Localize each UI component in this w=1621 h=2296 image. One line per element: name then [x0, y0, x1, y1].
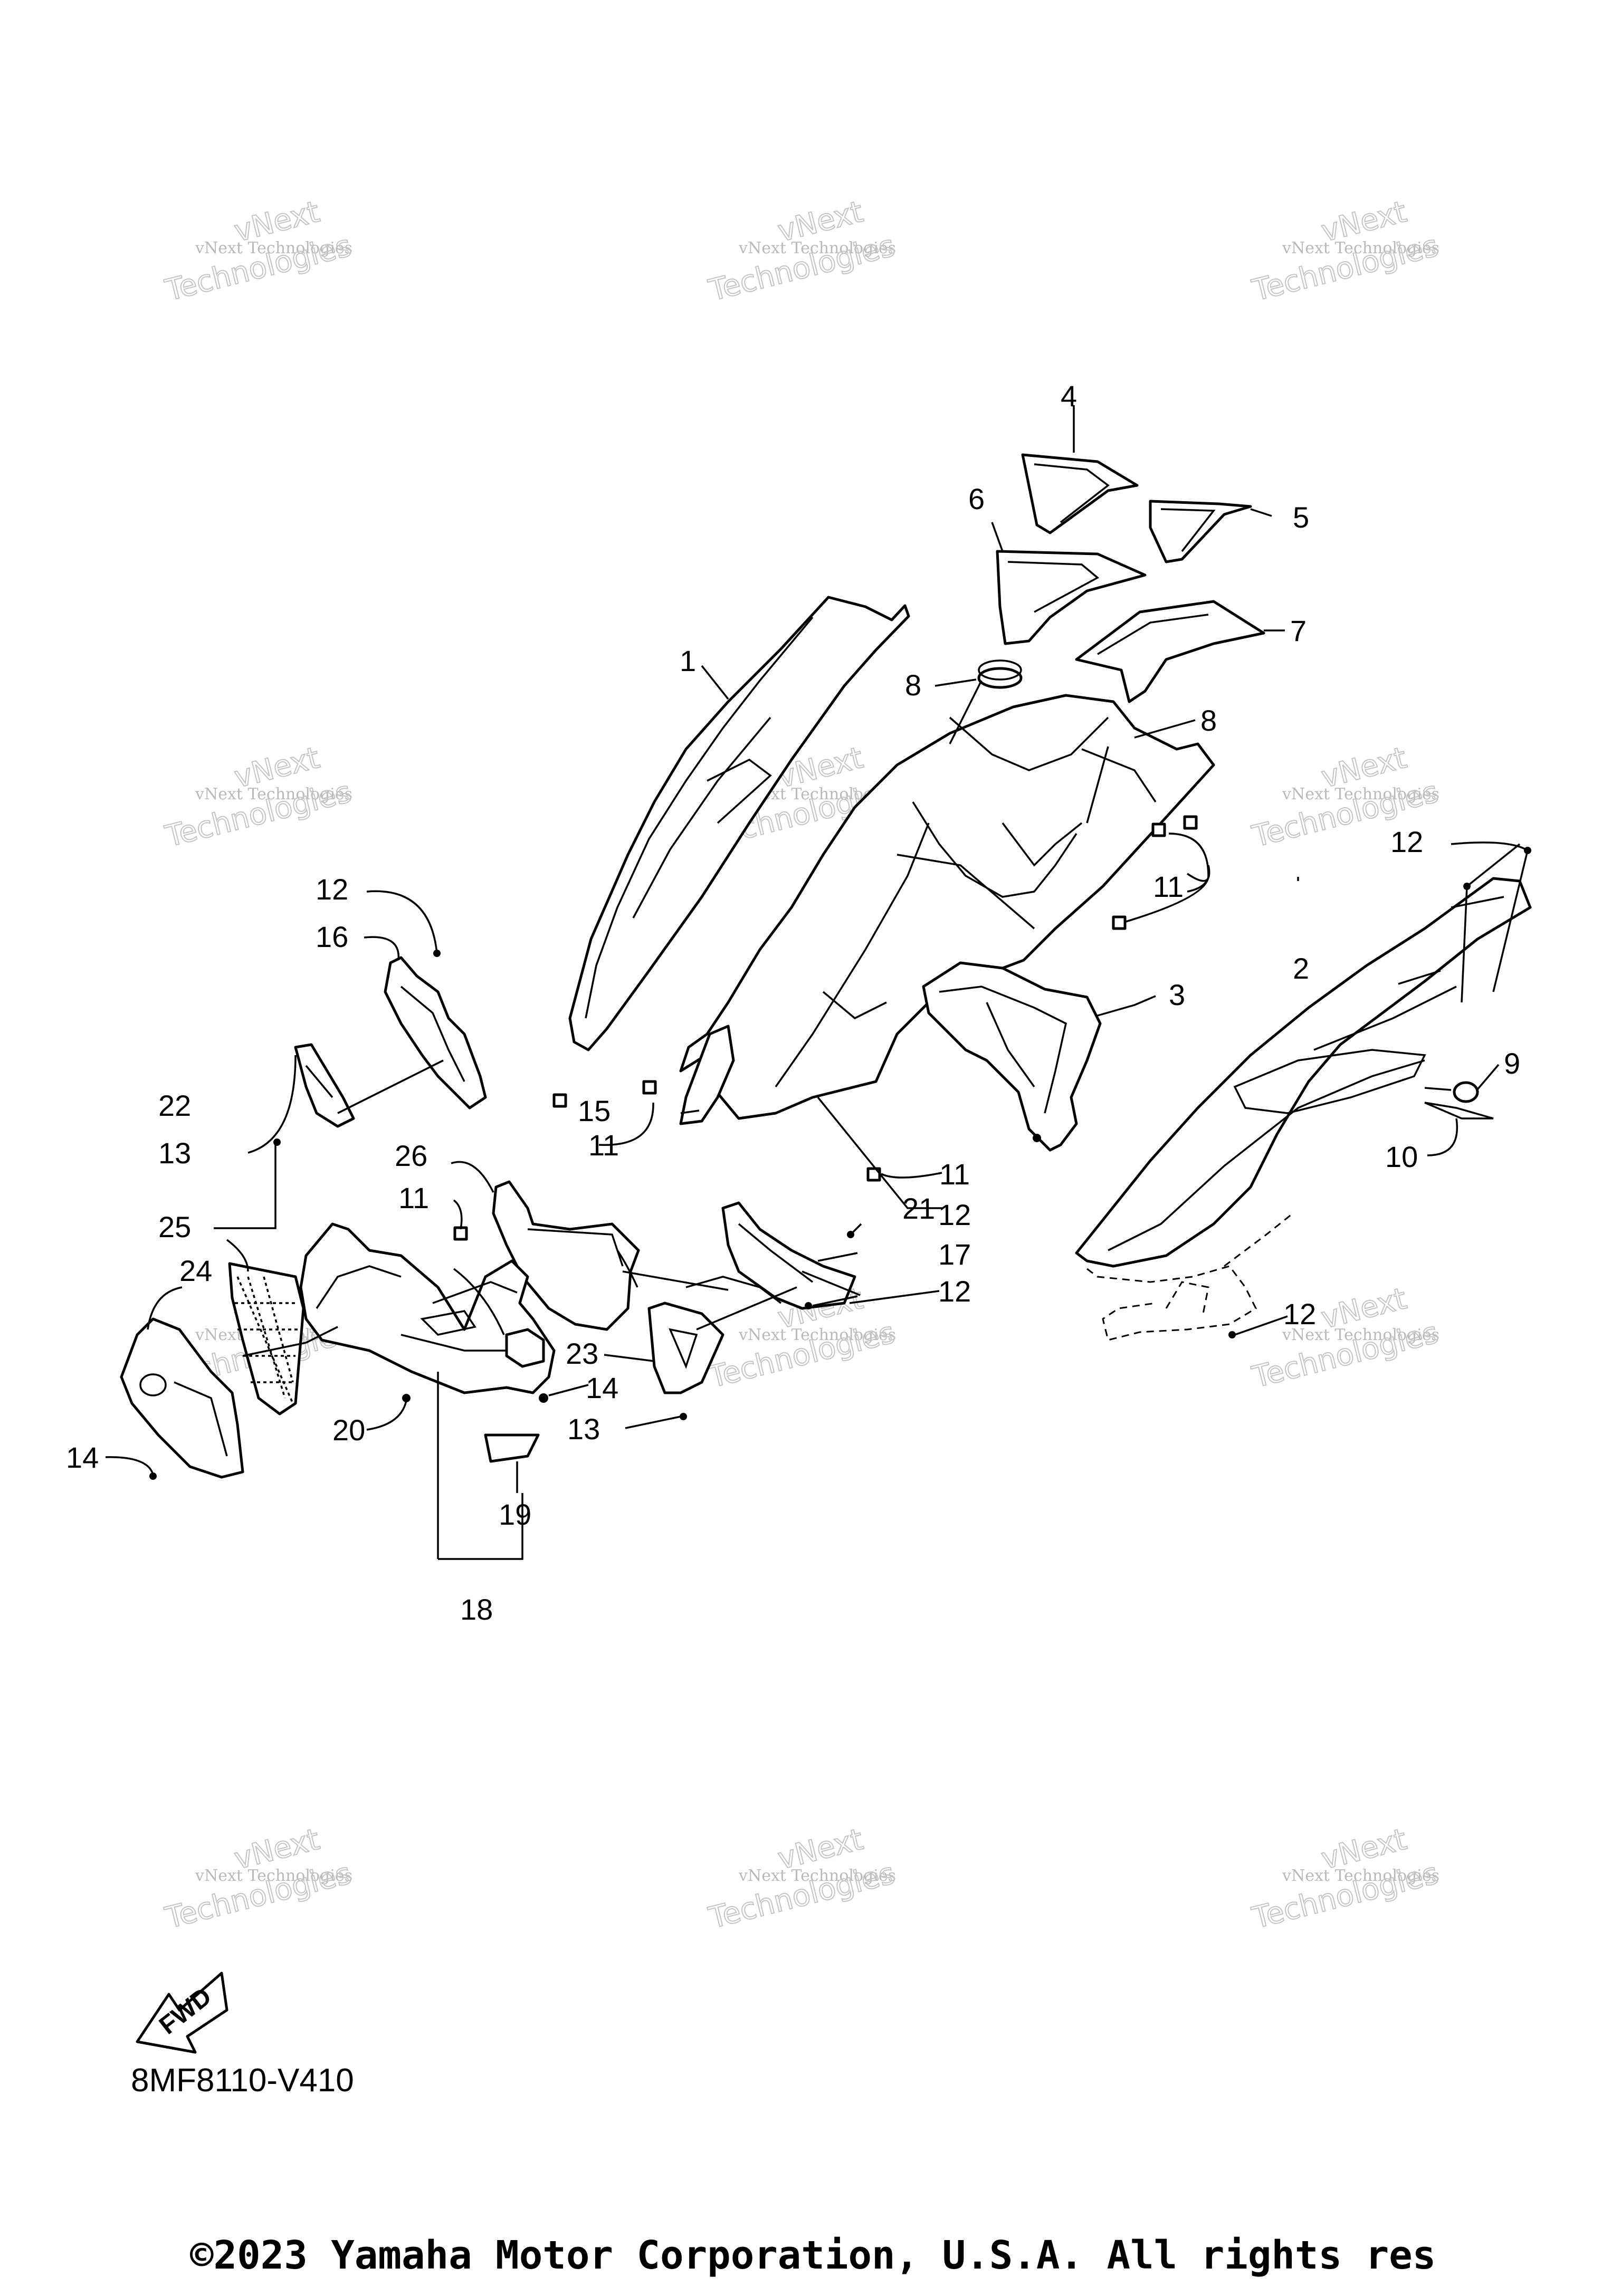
- callout-8: 8: [905, 668, 921, 702]
- watermark-text: vNext Technologies: [1282, 1326, 1439, 1344]
- callout-23: 23: [566, 1337, 598, 1370]
- callout-9: 9: [1504, 1047, 1520, 1080]
- watermark-text: vNext Technologies: [738, 239, 896, 257]
- callout-18: 18: [460, 1593, 493, 1626]
- callout-labels: 1 2 3 4 5 6 7 8 8 9 10 11 11 11 11 12 12…: [66, 379, 1520, 1626]
- watermark-text: vNext Technologies: [195, 239, 352, 257]
- part-7-air-duct: [1075, 600, 1265, 703]
- leader-lines: [105, 405, 1529, 1560]
- callout-1: 1: [680, 644, 696, 677]
- part-24-headlight-cover: [120, 1317, 244, 1479]
- callout-6: 6: [968, 482, 985, 515]
- fastener-12: [805, 1302, 812, 1309]
- watermark-text: vNext Technologies: [1282, 1867, 1439, 1885]
- part-18-front-cowl: [299, 1222, 556, 1394]
- watermark: vNext Technologies vNext Technologies: [1248, 1281, 1443, 1395]
- callout-3: 3: [1169, 978, 1185, 1011]
- callout-13: 13: [158, 1136, 191, 1170]
- callout-22: 22: [158, 1089, 191, 1122]
- part-5-vent-panel: [1149, 500, 1252, 563]
- clip-11: [552, 1093, 567, 1108]
- callout-20: 20: [332, 1413, 365, 1447]
- part-9-stopper: [1424, 1081, 1479, 1103]
- clip-11: [642, 1080, 657, 1095]
- callout-14: 14: [586, 1371, 618, 1404]
- callout-8: 8: [1200, 704, 1217, 737]
- callout-26: 26: [395, 1139, 427, 1172]
- callout-11: 11: [939, 1157, 970, 1191]
- fastener-12: [1228, 1331, 1236, 1338]
- watermark: vNext Technologies vNext Technologies: [1248, 194, 1443, 309]
- callout-4: 4: [1061, 379, 1077, 413]
- callout-12: 12: [316, 873, 348, 906]
- part-16-bracket: [384, 956, 487, 1109]
- clip-11: [1151, 822, 1166, 837]
- fastener-21: [1033, 1134, 1041, 1142]
- watermark-text: vNext Technologies: [195, 1867, 352, 1885]
- callout-12: 12: [1390, 825, 1423, 858]
- fastener-13: [273, 1139, 281, 1146]
- callout-16: 16: [316, 920, 348, 953]
- part-1-side-cowl-left: [568, 596, 910, 1051]
- fwd-arrow-icon: FWD: [136, 1972, 228, 2054]
- part-8-grommet-left: [977, 659, 1023, 689]
- watermark-text: vNext Technologies: [195, 785, 352, 803]
- callout-17: 17: [938, 1238, 971, 1271]
- watermark: vNext Technologies vNext Technologies: [705, 194, 899, 309]
- fastener-14: [149, 1472, 157, 1480]
- part-15-lower-fairing: [679, 1025, 735, 1125]
- callout-19: 19: [499, 1498, 531, 1531]
- central-body-cowl: [679, 694, 1215, 1120]
- callout-10: 10: [1385, 1140, 1418, 1173]
- callout-25: 25: [158, 1210, 191, 1243]
- part-2-side-cowl-right: [1075, 877, 1532, 1268]
- callout-13: 13: [567, 1412, 600, 1446]
- callout-24: 24: [179, 1254, 212, 1287]
- watermark: vNext Technologies vNext Technologies: [161, 740, 356, 855]
- clip-11: [1183, 815, 1198, 830]
- fastener-14: [539, 1393, 548, 1403]
- watermark: vNext Technologies vNext Technologies: [161, 194, 356, 309]
- part-2-dashed-bracket: [1086, 1212, 1293, 1341]
- part-25-mesh-panel: [228, 1262, 305, 1415]
- callout-12: 12: [1283, 1297, 1316, 1331]
- copyright-notice: ©2023 Yamaha Motor Corporation, U.S.A. A…: [190, 2233, 1436, 2278]
- watermark-text: vNext Technologies: [738, 1326, 896, 1344]
- fastener-13: [680, 1413, 687, 1420]
- part-6-air-duct: [996, 550, 1147, 645]
- callout-2: 2: [1293, 952, 1309, 985]
- watermark: vNext Technologies vNext Technologies: [1248, 1822, 1443, 1936]
- part-4-vent-panel: [1021, 453, 1139, 534]
- callout-11: 11: [398, 1181, 429, 1214]
- watermark-text: vNext Technologies: [738, 1867, 896, 1885]
- clip-11: [453, 1226, 468, 1241]
- callout-21: 21: [902, 1192, 935, 1225]
- callout-12: 12: [938, 1198, 971, 1231]
- clip-11: [1112, 915, 1127, 930]
- fastener-20: [402, 1394, 411, 1402]
- part-10-rivet: [1424, 1102, 1494, 1120]
- part-17-bracket: [685, 1201, 856, 1310]
- callout-11: 11: [1153, 870, 1184, 903]
- callout-11: 11: [588, 1128, 619, 1162]
- callout-14: 14: [66, 1441, 99, 1474]
- watermark-text: vNext Technologies: [1282, 239, 1439, 257]
- callout-15: 15: [578, 1094, 611, 1127]
- part-3-inner-duct: [922, 961, 1102, 1152]
- part-19-emblem: [484, 1433, 540, 1463]
- watermark: vNext Technologies vNext Technologies: [161, 1822, 356, 1936]
- watermark: vNext Technologies vNext Technologies: [705, 1822, 899, 1936]
- callout-12: 12: [938, 1275, 971, 1308]
- part-26-inner-panel: [492, 1180, 640, 1331]
- diagram-code: 8MF8110-V410: [131, 2062, 354, 2099]
- part-22-bracket: [294, 1043, 355, 1128]
- callout-5: 5: [1293, 501, 1309, 534]
- callout-7: 7: [1290, 614, 1307, 647]
- watermark-text: vNext Technologies: [1282, 785, 1439, 803]
